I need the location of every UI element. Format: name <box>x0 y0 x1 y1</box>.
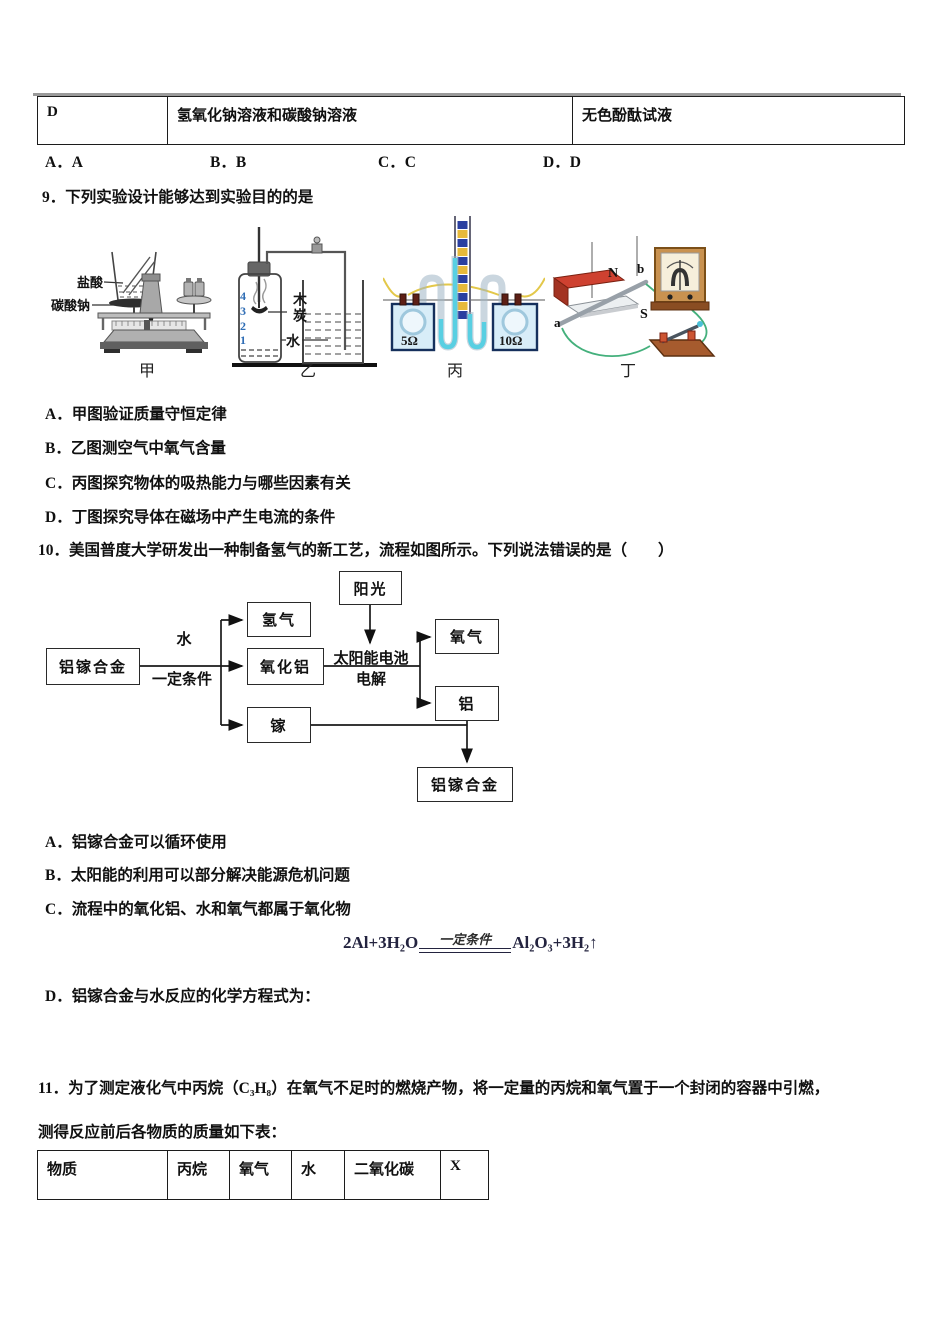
figure-jia-balance: 盐酸 碳酸钠 <box>51 251 212 353</box>
figure-bing-caption: 丙 <box>446 363 463 380</box>
q11-header-x: X <box>450 1158 461 1174</box>
figure-ding-apparatus: N S a b <box>552 236 716 358</box>
bing-label-5ohm: 5Ω <box>401 333 418 348</box>
equation-rhs: Al₂O₃+3H₂↑ <box>512 933 598 952</box>
answer-option-a: A．A <box>45 154 83 171</box>
equation-condition-line: 一定条件 <box>419 932 512 953</box>
yi-scale-mark-1: 1 <box>240 333 246 347</box>
q11-stem-line2: 测得反应前后各物质的质量如下表： <box>38 1124 287 1141</box>
flow-box-aluminum: 铝 <box>435 686 499 721</box>
q9-option-b: B．乙图测空气中氧气含量 <box>45 440 226 457</box>
answer-option-c: C．C <box>378 154 416 171</box>
q11-header-water: 水 <box>292 1151 345 1199</box>
q10-option-a: A．铝镓合金可以循环使用 <box>45 834 227 851</box>
chemical-equation: 2Al+3H₂O 一定条件 Al₂O₃+3H₂↑ <box>343 933 598 953</box>
flow-box-alumina: 氧化铝 <box>247 648 324 685</box>
figure-yi-apparatus: 4 3 2 1 <box>232 227 377 367</box>
q11-header-propane: 丙烷 <box>168 1151 230 1199</box>
flow-box-gallium: 镓 <box>247 707 311 743</box>
flow-box-hydrogen: 氢气 <box>247 602 311 637</box>
q9-stem: 9．下列实验设计能够达到实验目的的是 <box>42 189 314 206</box>
yi-label-water: 水 <box>286 335 300 350</box>
q10-option-b: B．太阳能的利用可以部分解决能源危机问题 <box>45 867 350 884</box>
q11-header-substance: 物质 <box>38 1151 168 1199</box>
q11-table: 物质 丙烷 氧气 水 二氧化碳 X <box>37 1150 489 1200</box>
yi-label-charcoal: 木炭 <box>291 292 306 324</box>
top-table-cell-reagents: 氢氧化钠溶液和碳酸钠溶液 <box>168 97 573 144</box>
q9-option-d: D．丁图探究导体在磁场中产生电流的条件 <box>45 509 336 526</box>
flow-box-sunlight: 阳光 <box>339 571 402 605</box>
answer-option-b: B．B <box>210 154 247 171</box>
flow-box-oxygen: 氧气 <box>435 619 499 654</box>
flow-label-electrolysis: 电解 <box>355 672 386 688</box>
answer-option-d: D．D <box>543 154 581 171</box>
yi-scale-mark-2: 2 <box>240 319 246 333</box>
jia-label-sodium-carbonate: 碳酸钠 <box>51 298 90 313</box>
top-table-cell-letter: D <box>38 97 168 144</box>
flow-label-water: 水 <box>176 632 192 648</box>
q11-header-co2: 二氧化碳 <box>345 1151 441 1199</box>
q10-option-c: C．流程中的氧化铝、水和氧气都属于氧化物 <box>45 901 351 918</box>
flow-label-condition: 一定条件 <box>151 672 212 688</box>
ding-label-south-pole: S <box>640 307 648 322</box>
ding-label-a-end: a <box>554 315 561 330</box>
q10-flowchart-lines <box>140 605 473 764</box>
q9-option-a: A．甲图验证质量守恒定律 <box>45 406 227 423</box>
flow-box-alloy-output: 铝镓合金 <box>417 767 513 802</box>
figure-jia-caption: 甲 <box>138 363 155 380</box>
ding-label-b-end: b <box>637 261 644 276</box>
top-table-cell-indicator: 无色酚酞试液 <box>582 108 673 124</box>
equation-condition: 一定条件 <box>439 932 492 948</box>
top-table: D 氢氧化钠溶液和碳酸钠溶液 无色酚酞试液 <box>37 96 905 145</box>
figure-bing-apparatus: 5Ω 10Ω <box>383 216 545 352</box>
equation-lhs: 2Al+3H₂O <box>343 933 419 952</box>
q10-option-d: D．铝镓合金与水反应的化学方程式为： <box>45 988 320 1005</box>
equals-double-line <box>419 948 512 953</box>
scan-shadow-line <box>33 93 901 96</box>
yi-scale-mark-3: 3 <box>240 304 246 318</box>
q10-stem: 10．美国普度大学研发出一种制备氢气的新工艺，流程如图所示。下列说法错误的是（ … <box>38 542 674 559</box>
q11-stem-line1: 11．为了测定液化气中丙烷（C₃H₈）在氧气不足时的燃烧产物，将一定量的丙烷和氧… <box>38 1080 830 1097</box>
ding-label-north-pole: N <box>608 266 618 281</box>
yi-scale-mark-4: 4 <box>240 289 246 303</box>
q11-header-oxygen: 氧气 <box>230 1151 292 1199</box>
jia-label-hydrochloric-acid: 盐酸 <box>77 275 104 290</box>
flow-label-solar-cell: 太阳能电池 <box>333 651 409 667</box>
figure-yi-caption: 乙 <box>299 363 316 380</box>
figure-ding-caption: 丁 <box>619 363 636 380</box>
bing-label-10ohm: 10Ω <box>499 333 522 348</box>
flow-box-alloy-input: 铝镓合金 <box>46 648 140 685</box>
q9-option-c: C．丙图探究物体的吸热能力与哪些因素有关 <box>45 475 351 492</box>
